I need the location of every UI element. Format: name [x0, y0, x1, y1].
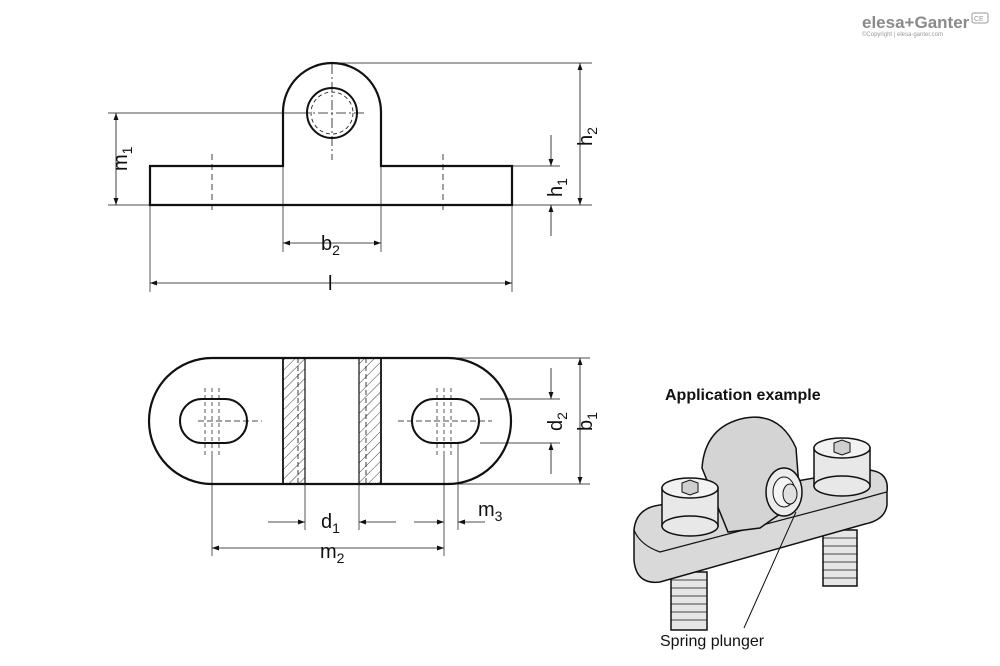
spring-plunger-callout: Spring plunger — [660, 633, 765, 650]
dim-m2: m2 — [320, 541, 345, 566]
dim-d2: d2 — [545, 412, 570, 431]
front-view — [108, 61, 592, 292]
dim-d1: d1 — [321, 511, 340, 536]
brand-name: elesa+Ganter — [862, 13, 970, 32]
left-bolt-thread — [670, 571, 708, 631]
top-view — [147, 356, 590, 556]
dim-l: l — [328, 273, 332, 295]
brand-logo: elesa+Ganter ©Copyright | elesa-ganter.c… — [862, 12, 989, 38]
dim-m3: m3 — [478, 499, 503, 524]
left-bolt-head — [661, 477, 719, 537]
application-title: Application example — [665, 387, 821, 404]
dim-h2: h2 — [575, 127, 600, 146]
dim-m1: m1 — [110, 146, 135, 171]
copyright-text: ©Copyright | elesa-ganter.com — [862, 31, 943, 38]
svg-text:CE: CE — [974, 16, 984, 23]
application-illustration — [633, 416, 888, 631]
front-view-outline — [148, 61, 514, 207]
dim-h1: h1 — [545, 178, 570, 197]
right-bolt-head — [813, 437, 871, 497]
right-bolt-thread — [822, 529, 858, 587]
dim-b1: b1 — [575, 412, 600, 431]
spring-plunger — [765, 467, 803, 517]
dim-b2: b2 — [321, 233, 340, 258]
ce-mark-icon: CE — [971, 12, 989, 24]
